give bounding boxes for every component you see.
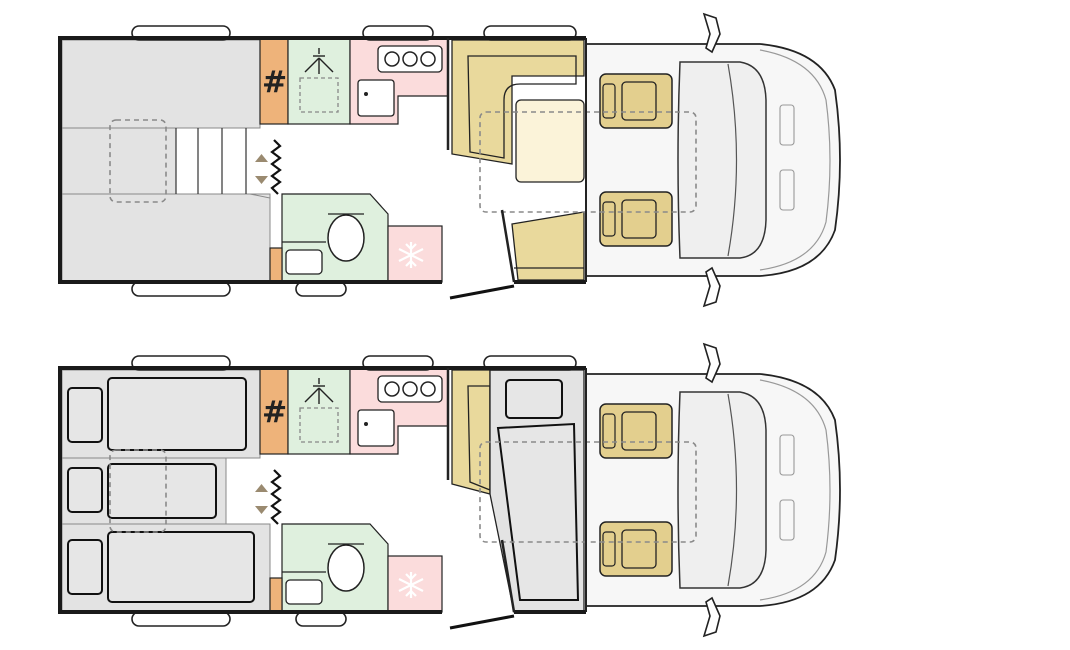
mattress-top xyxy=(67,377,247,451)
mattress-bottom xyxy=(67,531,255,603)
ladder-steps xyxy=(175,128,247,194)
drop-down-bed-pillow xyxy=(505,379,563,419)
dinette-table xyxy=(515,99,585,183)
mattress-middle xyxy=(67,463,217,519)
skylight-outline xyxy=(109,119,167,203)
rear-bed-middle xyxy=(61,127,177,195)
floor-plan-night xyxy=(58,343,841,637)
rear-bed-bottom xyxy=(61,193,271,283)
floor-plan-day xyxy=(58,13,841,307)
rear-bed-top xyxy=(61,39,261,129)
dinette-bench xyxy=(511,211,585,281)
